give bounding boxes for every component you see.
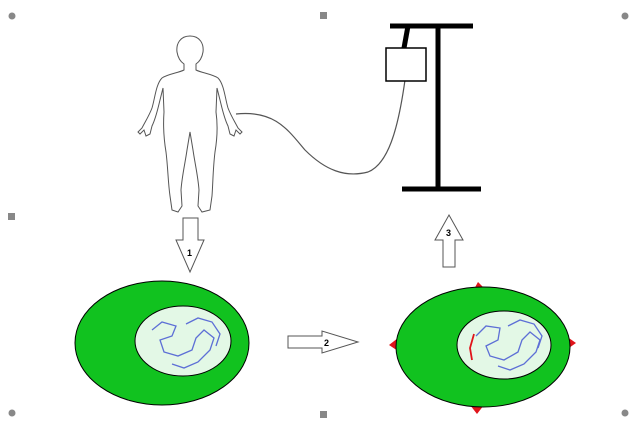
handle-bottom-center[interactable] xyxy=(320,411,327,418)
cell-nucleus xyxy=(134,305,232,377)
iv-bag xyxy=(385,47,427,82)
handle-bottom-left[interactable] xyxy=(8,409,16,417)
step-label-2: 2 xyxy=(324,338,329,348)
step-arrow-3: 3 xyxy=(434,213,464,268)
modified-cell-nucleus xyxy=(456,310,552,380)
selection-handles[interactable] xyxy=(8,12,629,418)
modified-cell-icon xyxy=(389,282,576,414)
handle-top-left[interactable] xyxy=(8,12,16,20)
modified-chromatin-segment xyxy=(469,333,475,361)
cell-chromatin xyxy=(151,317,221,369)
cell-icon xyxy=(74,280,250,406)
handle-bottom-right[interactable] xyxy=(621,409,629,417)
handle-top-right[interactable] xyxy=(621,12,629,20)
step-arrow-1: 1 xyxy=(175,217,205,274)
human-silhouette-icon xyxy=(137,35,243,213)
modified-cell-chromatin xyxy=(475,319,543,371)
step-arrow-2: 2 xyxy=(287,330,360,354)
iv-tube xyxy=(235,79,406,175)
handle-top-center[interactable] xyxy=(320,12,327,19)
step-label-3: 3 xyxy=(446,228,451,238)
handle-middle-left[interactable] xyxy=(8,213,15,220)
step-label-1: 1 xyxy=(187,248,192,258)
iv-stand-icon xyxy=(385,23,481,192)
